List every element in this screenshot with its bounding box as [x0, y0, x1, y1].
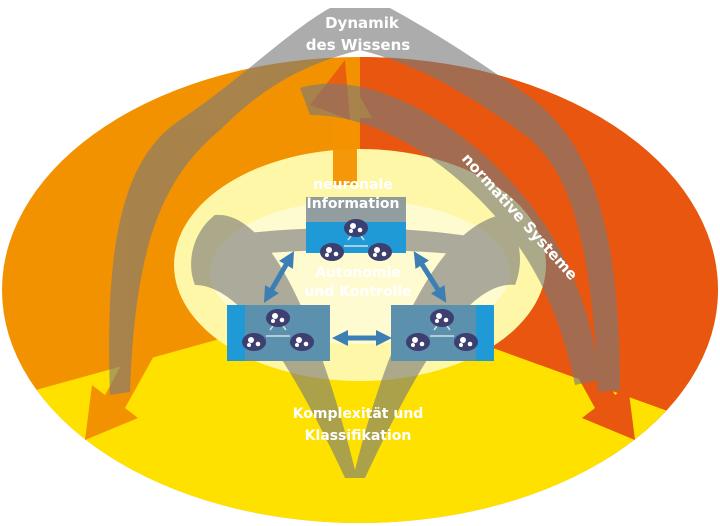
komplex-label-2: Klassifikation	[305, 428, 412, 444]
network-cluster-left	[242, 309, 314, 351]
node-dot	[296, 337, 302, 343]
dynamik-label-1: Dynamik	[325, 14, 400, 32]
node-dot	[419, 341, 425, 347]
arrow-top-right	[413, 251, 447, 303]
node-right	[454, 333, 478, 351]
node-dot	[374, 247, 380, 253]
node-dot	[373, 253, 377, 257]
node-dot	[325, 253, 329, 257]
node-dot	[467, 341, 473, 347]
node-dot	[295, 343, 299, 347]
dynamik-label-2: des Wissens	[306, 36, 410, 54]
node-blob	[266, 309, 290, 327]
node-left	[242, 333, 266, 351]
node-dot	[411, 343, 415, 347]
node-dot	[443, 317, 449, 323]
node-blob	[368, 243, 392, 261]
node-dot	[460, 337, 466, 343]
node-dot	[436, 313, 442, 319]
dynamik-band	[109, 8, 621, 395]
node-dot	[459, 343, 463, 347]
node-dot	[333, 251, 339, 257]
node-top	[266, 309, 290, 327]
neuronale-label-2: Information	[307, 196, 400, 212]
node-right	[368, 243, 392, 261]
node-dot	[272, 313, 278, 319]
komplex-label-1: Komplexität und	[293, 406, 424, 422]
sector-yellow	[2, 300, 718, 523]
node-dot	[349, 229, 353, 233]
node-dot	[248, 337, 254, 343]
node-blob	[344, 219, 368, 237]
node-dot	[381, 251, 387, 257]
network-cluster-top	[320, 219, 392, 261]
node-dot	[303, 341, 309, 347]
node-dot	[350, 223, 356, 229]
network-icons	[242, 219, 478, 351]
node-dot	[412, 337, 418, 343]
node-dot	[357, 227, 363, 233]
node-dot	[255, 341, 261, 347]
arrow-top-left	[263, 251, 295, 303]
neuronale-label-1: neuronale	[313, 177, 393, 193]
node-dot	[271, 319, 275, 323]
connection-arrows	[263, 251, 447, 347]
node-top	[430, 309, 454, 327]
node-blob	[242, 333, 266, 351]
node-blob	[454, 333, 478, 351]
node-dot	[326, 247, 332, 253]
autonomie-label-2: und Kontrolle	[304, 284, 411, 300]
node-blob	[320, 243, 344, 261]
node-blob	[290, 333, 314, 351]
network-cluster-right	[406, 309, 478, 351]
normative-band	[300, 83, 600, 386]
autonomie-label-1: Autonomie	[315, 265, 401, 281]
node-dot	[247, 343, 251, 347]
node-left	[320, 243, 344, 261]
node-dot	[279, 317, 285, 323]
node-left	[406, 333, 430, 351]
node-blob	[430, 309, 454, 327]
node-dot	[435, 319, 439, 323]
node-blob	[406, 333, 430, 351]
node-right	[290, 333, 314, 351]
node-top	[344, 219, 368, 237]
